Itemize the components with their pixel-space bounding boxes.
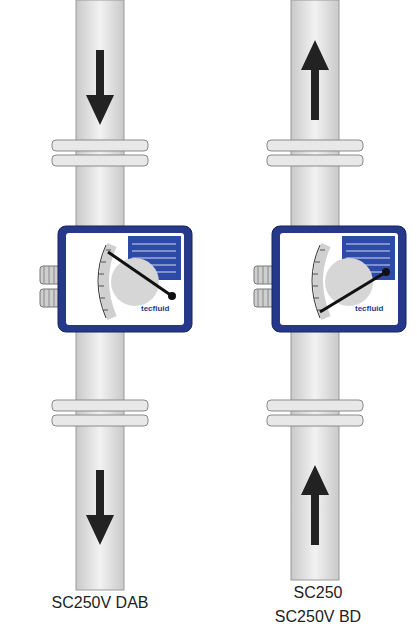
model-label: SC250V DAB [52, 594, 149, 612]
right-flowmeter [254, 226, 406, 332]
brand-name: tecfluid [355, 304, 383, 313]
left-flowmeter [40, 226, 192, 332]
brand-name: tecfluid [141, 304, 169, 313]
model-label: SC250 [294, 584, 343, 602]
model-label: SC250V BD [275, 608, 361, 626]
